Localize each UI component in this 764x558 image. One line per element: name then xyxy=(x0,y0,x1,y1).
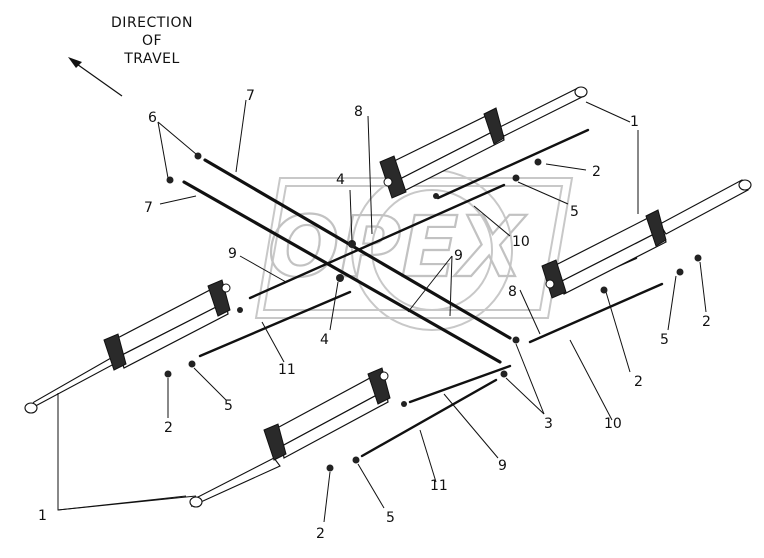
part-2-mid xyxy=(600,286,608,294)
part-5-top xyxy=(512,174,520,182)
callout-5-left: 5 xyxy=(224,398,233,414)
direction-line-3: TRAVEL xyxy=(123,51,180,67)
callout-8-right: 8 xyxy=(508,284,517,300)
callout-11-bottom: 11 xyxy=(430,478,448,494)
rod-11-upper xyxy=(198,290,352,358)
rod-short-top xyxy=(436,128,590,200)
callout-5-top: 5 xyxy=(570,204,579,220)
callout-6: 6 xyxy=(148,110,157,126)
hydraulic-cylinder-bottom xyxy=(189,367,391,508)
part-4-upper xyxy=(348,240,356,248)
callout-9-left: 9 xyxy=(228,246,237,262)
callout-5-bottom: 5 xyxy=(386,510,395,526)
part-6-lower xyxy=(166,176,174,184)
rod-9-lower xyxy=(408,364,512,404)
direction-of-travel-label: DIRECTION OF TRAVEL xyxy=(68,15,193,97)
opex-watermark-logo: OPEX xyxy=(254,169,574,331)
callout-8-top: 8 xyxy=(354,104,363,120)
callout-3: 3 xyxy=(544,416,553,432)
callout-9-bottom: 9 xyxy=(498,458,507,474)
hardware-parts xyxy=(164,152,702,472)
callout-labels: 1 1 2 2 2 2 2 3 4 4 5 5 5 5 6 7 7 8 8 9 … xyxy=(38,88,711,542)
direction-line-2: OF xyxy=(142,33,162,49)
part-6-upper xyxy=(194,152,202,160)
callout-10-lower: 10 xyxy=(604,416,622,432)
callout-9-center: 9 xyxy=(454,248,463,264)
callout-2-left: 2 xyxy=(164,420,173,436)
part-4-lower xyxy=(336,274,344,282)
travel-arrow-shaft xyxy=(73,61,123,97)
callout-1-bottom: 1 xyxy=(38,508,47,524)
part-2-right xyxy=(694,254,702,262)
part-5-bottom xyxy=(352,456,360,464)
travel-arrow-head-icon xyxy=(68,57,82,68)
direction-line-1: DIRECTION xyxy=(111,15,193,31)
part-small-bottom xyxy=(401,401,407,407)
callout-5-right: 5 xyxy=(660,332,669,348)
callout-2-top: 2 xyxy=(592,164,601,180)
hydraulic-cylinder-top xyxy=(379,86,588,199)
part-3-lower xyxy=(500,370,508,378)
callout-7-left: 7 xyxy=(144,200,153,216)
callout-4-upper: 4 xyxy=(336,172,345,188)
rod-9-upper xyxy=(248,183,506,300)
rod-10 xyxy=(528,282,664,344)
callout-11-left: 11 xyxy=(278,362,296,378)
leader-lines xyxy=(57,99,707,523)
callout-2-right: 2 xyxy=(702,314,711,330)
part-small-top xyxy=(433,193,439,199)
callout-2-bottom: 2 xyxy=(316,526,325,542)
hydraulic-cylinder-right xyxy=(541,179,752,299)
part-2-left xyxy=(164,370,172,378)
part-5-left xyxy=(188,360,196,368)
part-5-right xyxy=(676,268,684,276)
callout-2-mid: 2 xyxy=(634,374,643,390)
callout-7-top: 7 xyxy=(246,88,255,104)
callout-4-lower: 4 xyxy=(320,332,329,348)
rod-11-lower xyxy=(360,378,498,458)
rod-7-lower xyxy=(182,180,502,364)
part-3-upper xyxy=(512,336,520,344)
hydraulic-cylinder-left xyxy=(24,279,231,414)
part-2-bottom xyxy=(326,464,334,472)
callout-1-top: 1 xyxy=(630,114,639,130)
watermark-text: OPEX xyxy=(268,198,527,296)
part-2-top xyxy=(534,158,542,166)
part-small-left xyxy=(237,307,243,313)
callout-10-upper: 10 xyxy=(512,234,530,250)
